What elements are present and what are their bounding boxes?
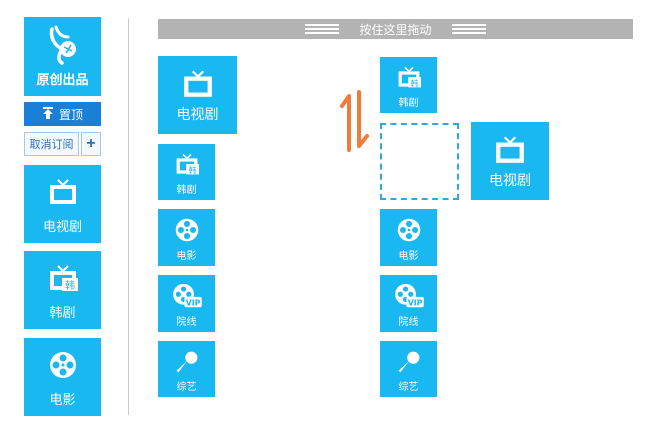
tile-tv[interactable]: 电视剧	[158, 56, 237, 134]
add-button[interactable]: +	[81, 132, 101, 156]
film-reel-icon	[380, 217, 437, 243]
tile-label: 电视剧	[176, 106, 219, 122]
tile-korean[interactable]: 韩 韩剧	[380, 57, 437, 113]
tile-label: 综艺	[398, 382, 419, 393]
microphone-icon	[380, 349, 437, 375]
tile-variety[interactable]: 综艺	[158, 341, 215, 397]
sidebar-tile-label: 原创出品	[36, 72, 89, 87]
tv-icon	[158, 68, 237, 100]
tile-film[interactable]: 电影	[158, 209, 215, 266]
korean-badge: 韩	[188, 165, 196, 175]
drag-handle-label: 按住这里拖动	[359, 22, 432, 37]
tile-label: 电视剧	[489, 172, 531, 188]
sidebar-tile-korean[interactable]: 韩 韩剧	[24, 251, 101, 329]
tile-label: 电影	[398, 251, 419, 262]
arrow-up-to-top-icon	[42, 106, 54, 122]
sidebar-tile-tv[interactable]: 电视剧	[24, 165, 101, 243]
tv-icon	[24, 177, 101, 207]
korean-badge: 韩	[410, 78, 418, 88]
pin-to-top-button[interactable]: 置顶	[24, 102, 101, 126]
film-reel-icon	[24, 350, 101, 380]
tv-icon	[471, 134, 549, 166]
cinema-vip-icon: VIP	[158, 283, 215, 309]
tile-variety[interactable]: 综艺	[380, 341, 437, 397]
sidebar-tile-label: 电影	[49, 392, 76, 407]
grip-lines-icon	[451, 24, 486, 34]
microphone-icon	[158, 349, 215, 375]
tile-cinema[interactable]: VIP 院线	[158, 275, 215, 332]
sidebar-tile-label: 韩剧	[49, 305, 76, 320]
tile-label: 院线	[176, 317, 197, 328]
creative-logo-icon	[24, 25, 101, 65]
sidebar-tile-film[interactable]: 电影	[24, 338, 101, 416]
film-reel-icon	[158, 217, 215, 243]
vip-badge: VIP	[407, 299, 422, 308]
divider	[128, 18, 129, 415]
tile-label: 韩剧	[176, 185, 197, 196]
tile-label: 电影	[176, 251, 197, 262]
korean-badge: 韩	[65, 279, 75, 292]
korean-tv-icon: 韩	[380, 65, 437, 89]
korean-tv-icon: 韩	[158, 152, 215, 176]
korean-tv-icon: 韩	[24, 263, 101, 293]
cinema-vip-icon: VIP	[380, 283, 437, 309]
tile-film[interactable]: 电影	[380, 209, 437, 266]
grip-lines-icon	[305, 24, 340, 34]
tile-label: 综艺	[176, 382, 197, 393]
drop-placeholder[interactable]	[380, 123, 459, 200]
unsubscribe-button[interactable]: 取消订阅	[24, 132, 79, 156]
dragging-tile-tv[interactable]: 电视剧	[471, 122, 549, 200]
tile-korean[interactable]: 韩 韩剧	[158, 144, 215, 200]
tile-cinema[interactable]: VIP 院线	[380, 275, 437, 332]
sidebar-tile-original[interactable]: 原创出品	[24, 17, 101, 96]
swap-arrows-icon	[340, 90, 369, 152]
vip-badge: VIP	[185, 299, 200, 308]
tile-label: 韩剧	[398, 98, 419, 109]
tile-label: 院线	[398, 317, 419, 328]
drag-handle-bar[interactable]: 按住这里拖动	[158, 19, 633, 39]
sidebar-tile-label: 电视剧	[42, 219, 82, 234]
pin-to-top-label: 置顶	[58, 107, 83, 122]
